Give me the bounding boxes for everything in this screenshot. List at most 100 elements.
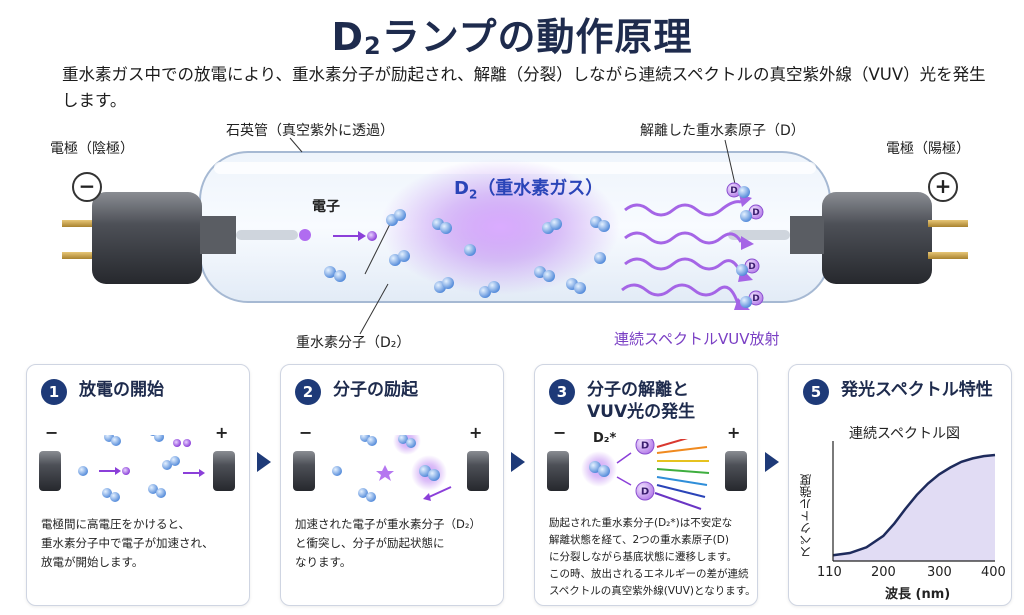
cathode-stem: [200, 216, 236, 254]
x-tick: 300: [927, 565, 952, 580]
spectrum-area: [833, 455, 995, 561]
step-title: 放電の開始: [79, 380, 164, 400]
minus-sign: −: [45, 423, 59, 442]
step-title: 分子の励起: [333, 380, 418, 400]
electron-arrowhead: [358, 231, 366, 241]
svg-text:D: D: [641, 487, 649, 498]
step-text-line: と衝突し、分子が励起状態に: [295, 536, 445, 550]
left-pin-bottom: [62, 252, 102, 259]
molecule-label: 重水素分子（D₂）: [296, 335, 411, 351]
excited-label: D₂*: [593, 431, 617, 446]
plus-sign: +: [469, 423, 483, 442]
minus-sign: −: [553, 423, 567, 442]
step-text: 励起された重水素分子(D₂*)は不安定な 解離状態を経て、2つの重水素原子(D)…: [549, 515, 756, 600]
step-title-line: 分子の解離と: [587, 380, 689, 400]
step-text-line: に分裂しながら基底状態に遷移します。: [549, 551, 737, 563]
step-number: 3: [549, 379, 575, 405]
step3-illustration: [547, 439, 747, 510]
flow-arrow: [511, 452, 525, 472]
molecules: [324, 209, 610, 298]
discharge-glow: [380, 159, 620, 295]
deuterium-atom: D: [635, 439, 655, 455]
step-title: 分子の解離と VUV光の発生: [587, 379, 695, 423]
x-tick: 400: [981, 565, 1006, 580]
plus-sign: +: [215, 423, 229, 442]
step-text-line: スペクトルの真空紫外線(VUV)となります。: [549, 585, 756, 597]
cathode-filament: [236, 230, 298, 240]
step-text: 加速された電子が重水素分子（D₂） と衝突し、分子が励起状態に なります。: [295, 515, 481, 572]
anode-cap: [822, 192, 932, 284]
svg-text:D: D: [752, 208, 759, 218]
gas-label: D2（重水素ガス）: [454, 174, 603, 202]
anode-label: 電極（陽極）: [886, 141, 970, 157]
step-panel-1: 1 放電の開始 − + 電極間に高電圧をかけると、 重水素分子中で電子が加速され…: [26, 364, 250, 606]
step-text-line: 放電が開始します。: [41, 555, 144, 569]
chart-xlabel: 波長 (nm): [885, 587, 951, 602]
electron-leader: [364, 221, 392, 275]
flow-arrow: [257, 452, 271, 472]
step-number: 1: [41, 379, 67, 405]
plus-sign: +: [727, 423, 741, 442]
x-tick: 200: [871, 565, 896, 580]
left-pin-top: [62, 220, 102, 227]
electron: [367, 231, 377, 241]
minus-sign: −: [299, 423, 313, 442]
molecule-atom: [740, 296, 752, 308]
vuv-waves: [621, 200, 743, 305]
spectrum-chart: [832, 441, 996, 562]
step3-atoms: DD: [635, 439, 655, 501]
step-panel-2: 2 分子の励起 − + 加速された電子が重水素分子（D₂） と衝突し、分子が励起…: [280, 364, 504, 606]
minus-symbol: −: [72, 172, 102, 202]
intro-text: 重水素ガス中での放電により、重水素分子が励起され、解離（分裂）しながら連続スペク…: [62, 65, 986, 110]
atom-label: 解離した重水素原子（D）: [640, 123, 805, 139]
plus-symbol: +: [928, 172, 958, 202]
deuterium-atom: D: [635, 481, 655, 501]
quartz-leader: [289, 137, 303, 153]
right-pin-bottom: [928, 252, 968, 259]
step2-illustration: [293, 435, 489, 502]
cathode-cap: [92, 192, 202, 284]
deuterium-atom: D: [748, 204, 764, 220]
vuv-label: 連続スペクトルVUV放射: [614, 330, 780, 348]
svg-text:D: D: [748, 262, 755, 272]
spectrum-line: [832, 453, 996, 557]
step-title: 発光スペクトル特性: [841, 380, 993, 400]
step-text-line: 電極間に高電圧をかけると、: [41, 517, 191, 531]
step-text-line: なります。: [295, 555, 352, 569]
step-text-line: この時、放出されるエネルギーの差が連続: [549, 568, 749, 580]
page-title: D2ランプの動作原理: [0, 6, 1024, 61]
lamp-svg: [62, 137, 968, 335]
svg-text:D: D: [730, 186, 737, 196]
gas-d: D: [454, 178, 469, 199]
cathode-tip-glow: [299, 229, 311, 241]
molecule-leader: [359, 283, 389, 335]
svg-text:D: D: [641, 441, 649, 452]
step-text: 電極間に高電圧をかけると、 重水素分子中で電子が加速され、 放電が開始します。: [41, 515, 214, 572]
atom-leader: [724, 139, 736, 185]
molecule-atom: [738, 186, 750, 198]
step-text-line: 重水素分子中で電子が加速され、: [41, 536, 214, 550]
gas-rest: （重水素ガス）: [477, 178, 604, 199]
anode-stem: [790, 216, 824, 254]
step1-illustration: [39, 435, 235, 502]
gas-sub: 2: [468, 187, 478, 202]
step-text-line: 励起された重水素分子(D₂*)は不安定な: [549, 517, 733, 529]
molecule-atom: [740, 210, 752, 222]
title-sub: 2: [363, 32, 382, 60]
step-panel-5: 5 発光スペクトル特性 連続スペクトル図 スペクトル強度 110 200 300…: [788, 364, 1012, 606]
deuterium-atom: D: [726, 182, 742, 198]
cathode-label: 電極（陰極）: [50, 141, 134, 157]
chart-title: 連続スペクトル図: [849, 426, 961, 442]
electron-label: 電子: [312, 199, 340, 215]
title-main: D: [331, 15, 364, 59]
step-text-line: 解離状態を経て、2つの重水素原子(D): [549, 534, 729, 546]
right-pin-top: [928, 220, 968, 227]
step-number: 2: [295, 379, 321, 405]
step-title-line: VUV光の発生: [587, 402, 696, 422]
quartz-label: 石英管（真空紫外に透過）: [226, 123, 394, 139]
anode-filament: [728, 230, 790, 240]
step-number: 5: [803, 379, 829, 405]
svg-text:D: D: [752, 294, 759, 304]
